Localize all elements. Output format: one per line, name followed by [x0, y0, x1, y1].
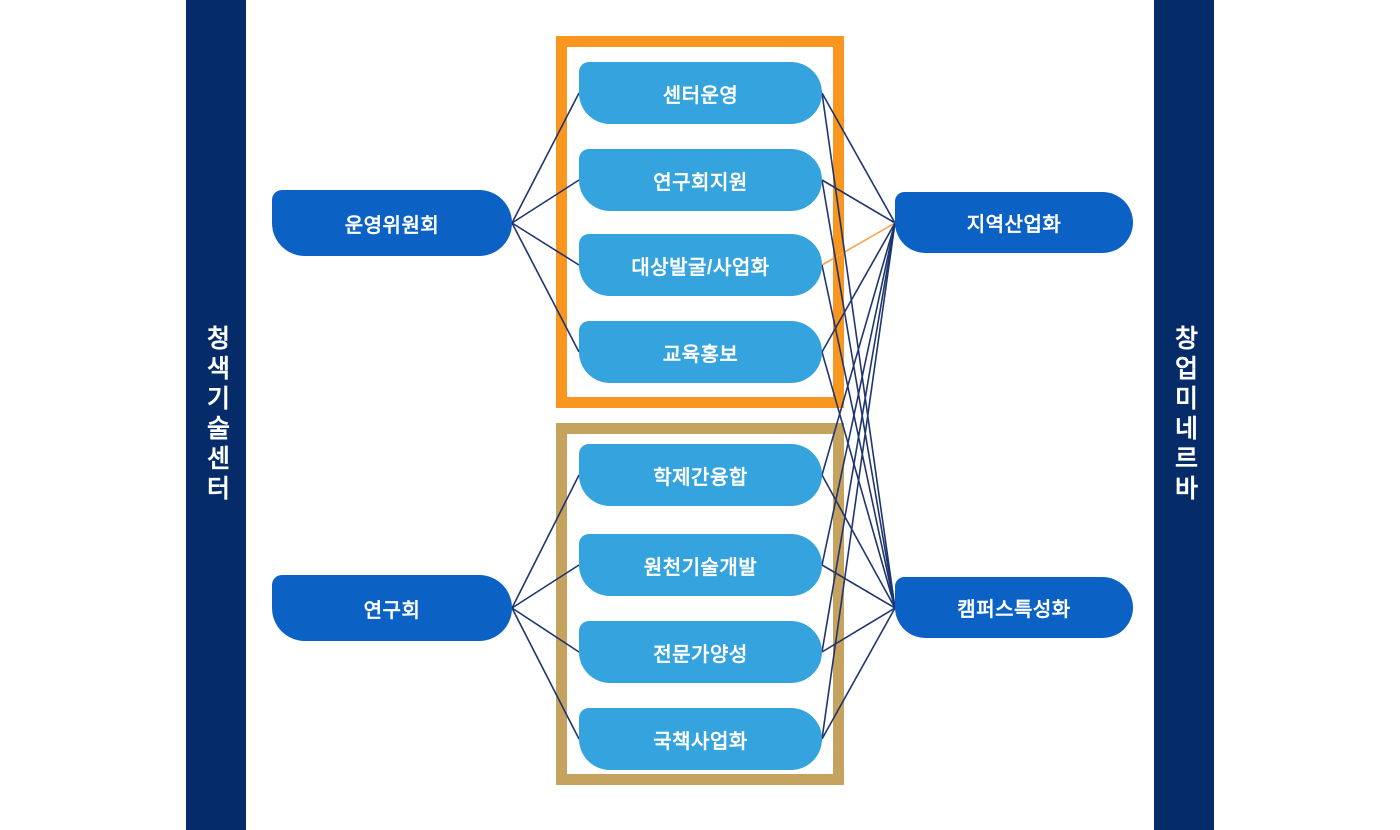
node-campus-specialization: 캠퍼스특성화 [895, 577, 1133, 638]
node-education-promotion: 교육홍보 [579, 321, 822, 383]
node-label: 센터운영 [662, 84, 739, 107]
node-label: 연구회지원 [653, 171, 748, 194]
node-research-society-support: 연구회지원 [579, 149, 822, 211]
node-label: 원천기술개발 [643, 556, 758, 579]
node-label: 전문가양성 [653, 643, 748, 666]
node-label: 지역산업화 [966, 214, 1062, 236]
node-label: 학제간융합 [653, 466, 748, 489]
node-core-technology-development: 원천기술개발 [579, 534, 822, 596]
right-sidebar-label: 창업미네르바 [1170, 325, 1199, 505]
right-sidebar-band: 창업미네르바 [1154, 0, 1214, 830]
left-sidebar-label: 청색기술센터 [202, 325, 231, 505]
node-label: 운영위원회 [344, 214, 440, 237]
node-label: 국책사업화 [653, 730, 748, 753]
node-interdisciplinary-convergence: 학제간융합 [579, 444, 822, 506]
node-national-project-commercialization: 국책사업화 [579, 708, 822, 770]
node-label: 교육홍보 [662, 343, 739, 366]
node-expert-training: 전문가양성 [579, 621, 822, 683]
node-research-group: 연구회 [272, 575, 512, 641]
node-label: 캠퍼스특성화 [957, 599, 1071, 621]
node-center-operation: 센터운영 [579, 62, 822, 124]
node-label: 연구회 [363, 599, 421, 622]
left-sidebar-band: 청색기술센터 [186, 0, 246, 830]
node-target-discovery-commercialization: 대상발굴/사업화 [579, 234, 822, 296]
top-group-frame [556, 36, 844, 408]
node-regional-industrialization: 지역산업화 [895, 192, 1133, 253]
node-label: 대상발굴/사업화 [631, 256, 770, 279]
node-operating-committee: 운영위원회 [272, 190, 512, 256]
bottom-group-frame [556, 423, 844, 785]
